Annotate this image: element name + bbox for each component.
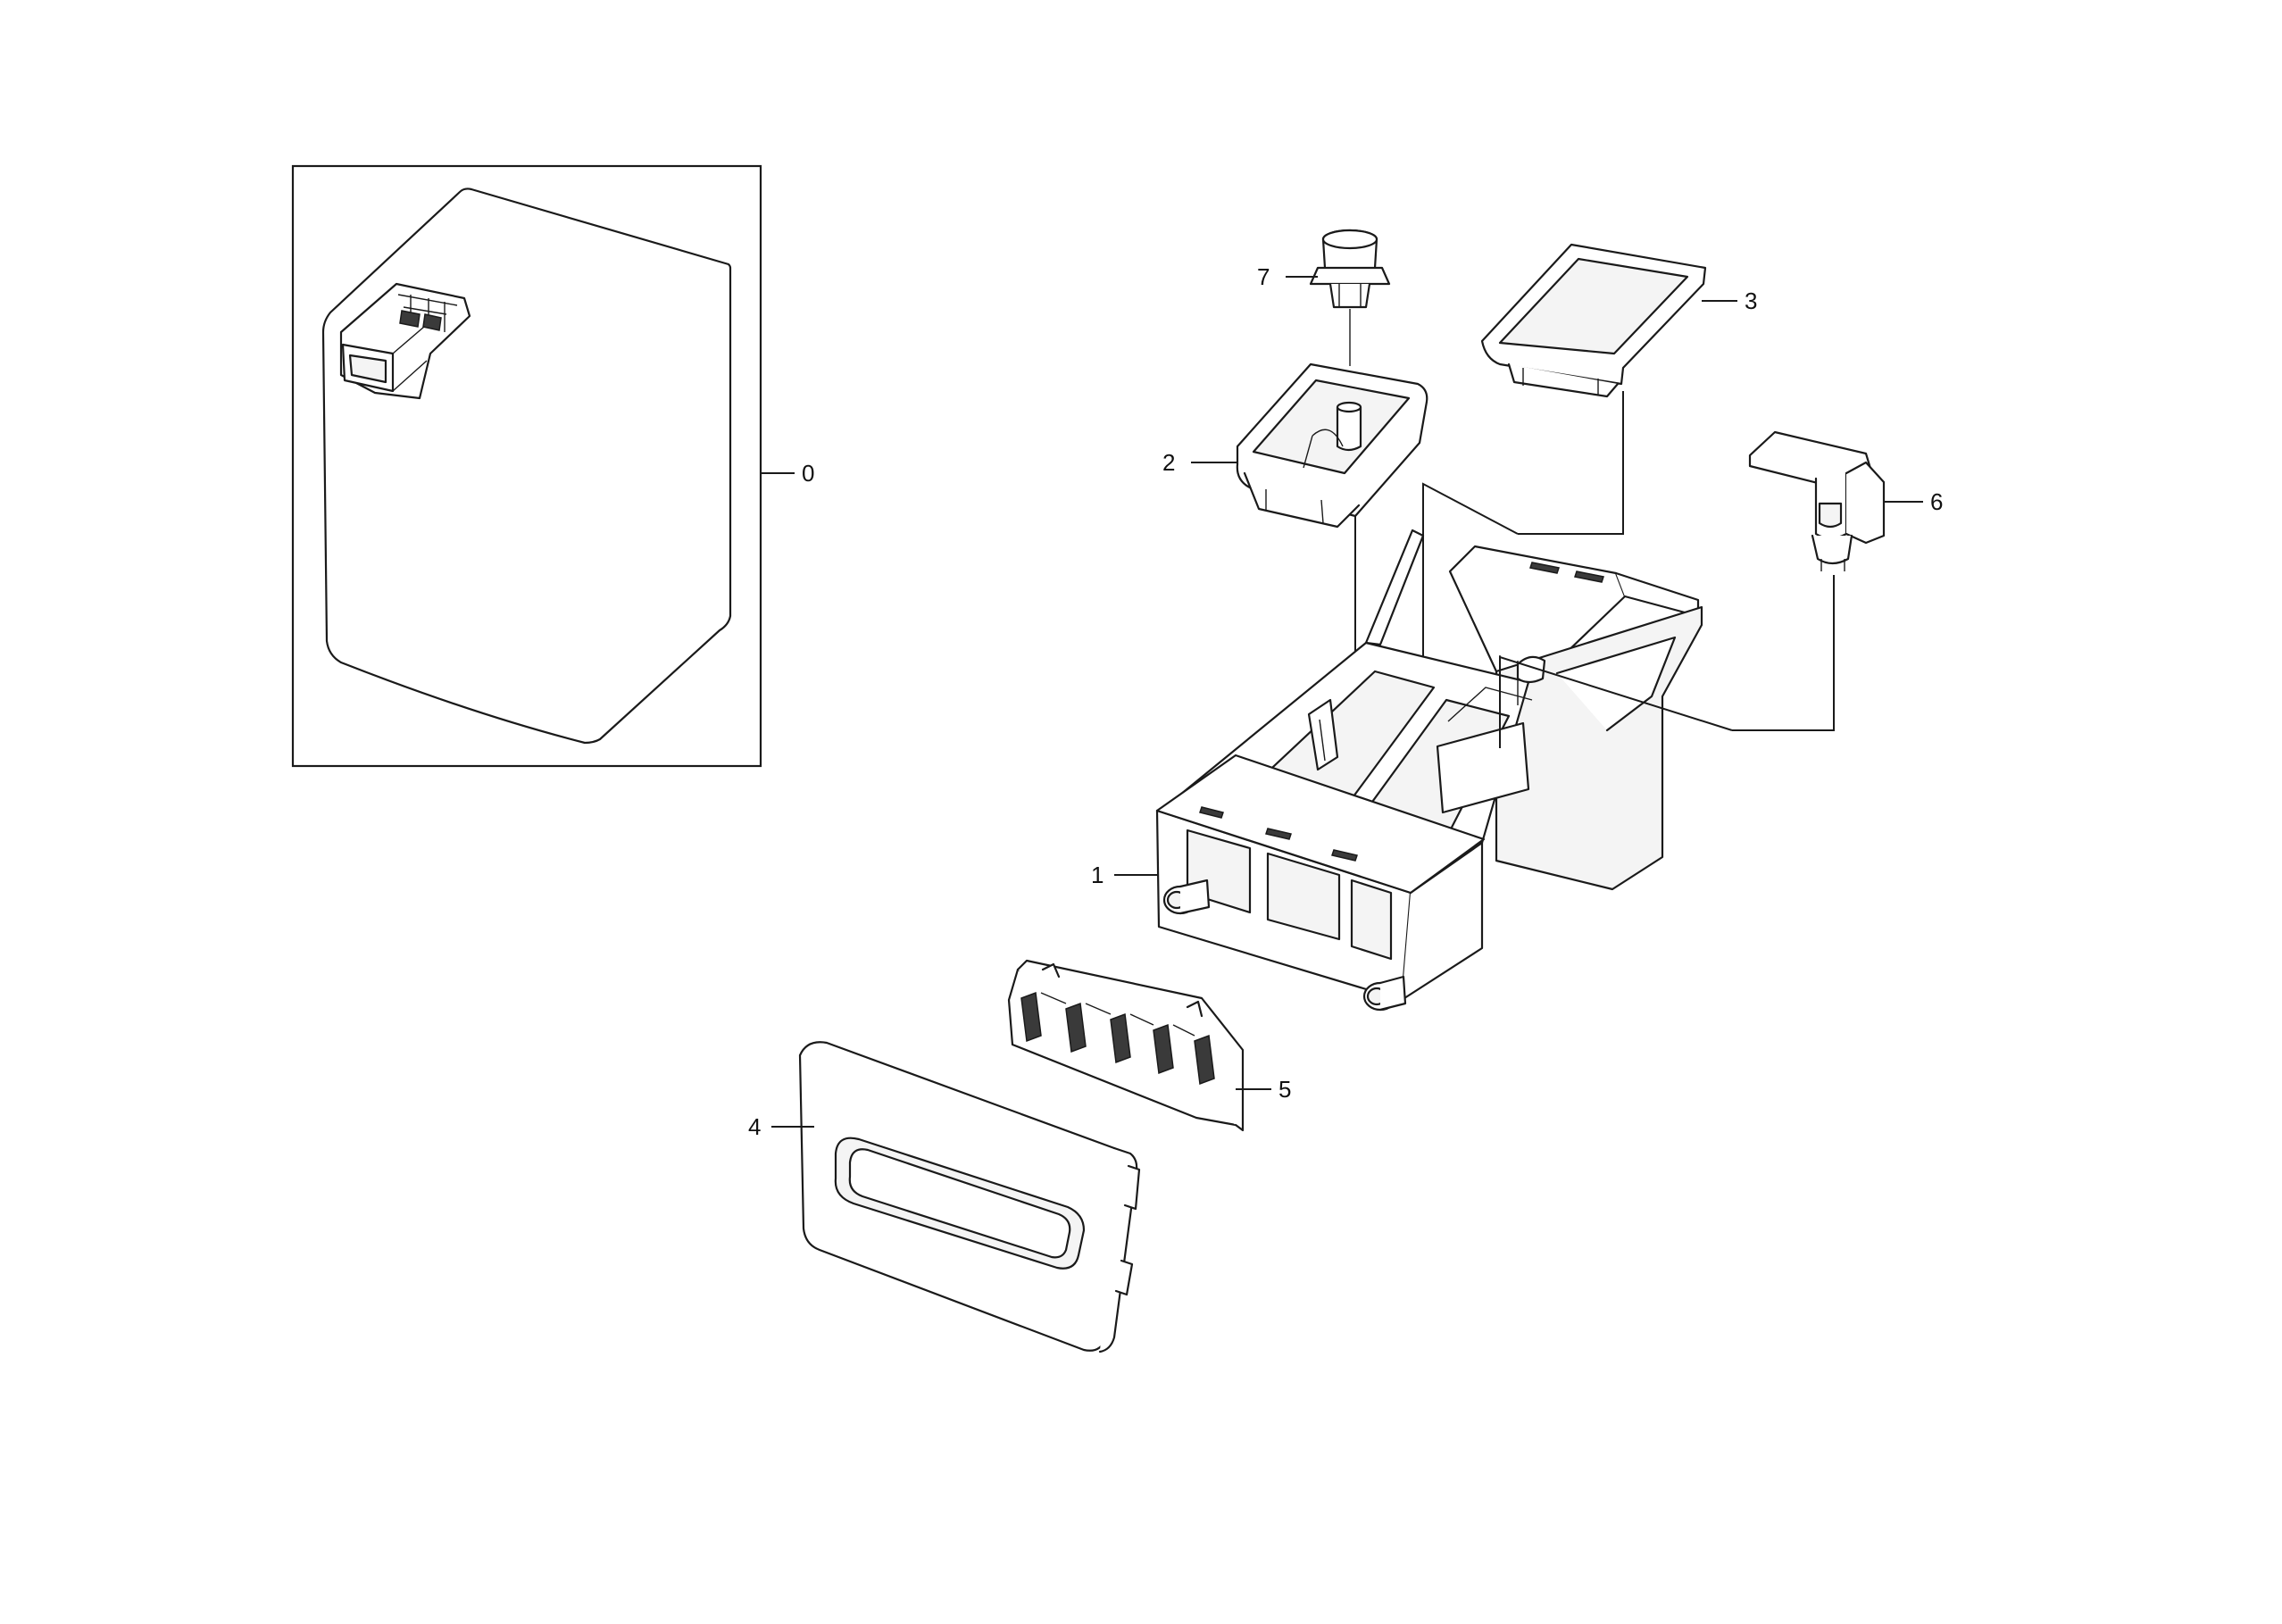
part-0-assembly-overview: 0 (291, 164, 814, 768)
callout-0: 0 (802, 460, 814, 487)
part-5-grille-insert: 5 (1007, 959, 1291, 1132)
part-3-tray: 3 (1480, 243, 1757, 535)
overview-silhouette (321, 187, 732, 745)
part-1-dispenser-housing: 1 (1091, 482, 1733, 1012)
callout-5: 5 (1278, 1076, 1291, 1103)
callout-2: 2 (1162, 449, 1175, 476)
part-7-cap: 7 (1257, 229, 1391, 366)
overview-frame (291, 164, 762, 768)
part-4-drawer-handle-panel: 4 (748, 1041, 1141, 1353)
part-2-compartment-cup: 2 (1162, 362, 1428, 732)
callout-4: 4 (748, 1113, 761, 1140)
callout-6: 6 (1930, 488, 1943, 515)
callout-3: 3 (1745, 287, 1757, 314)
part-6-siphon-cap: 6 (1732, 430, 1943, 731)
callout-7: 7 (1257, 263, 1270, 290)
callout-1: 1 (1091, 862, 1104, 888)
